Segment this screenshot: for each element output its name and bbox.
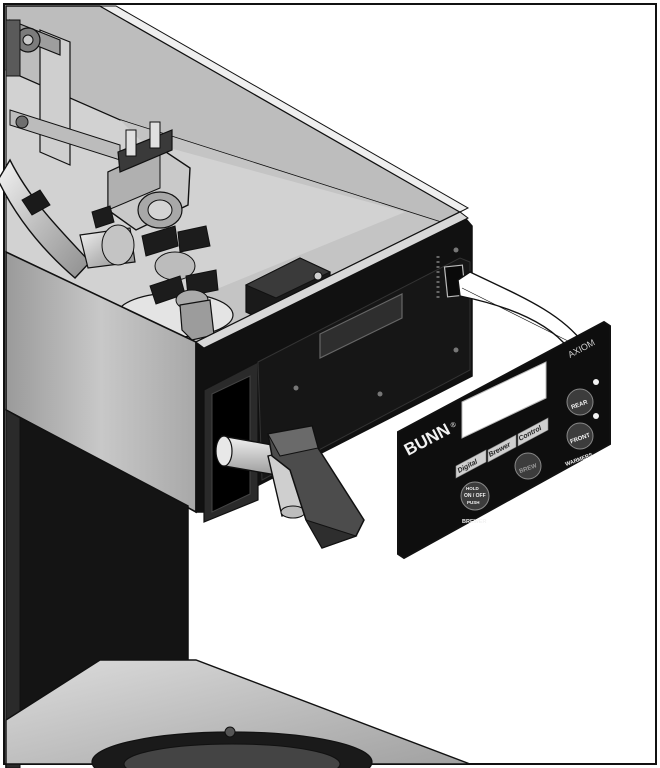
dump-valve-assembly — [0, 19, 219, 341]
on-off-mid-label: ON / OFF — [464, 493, 486, 499]
brew-button[interactable]: BREW — [514, 452, 542, 480]
rear-warmer-button[interactable]: REAR — [566, 388, 594, 416]
rear-button-label: REAR — [571, 399, 590, 411]
brewer-caption: BREWER — [462, 519, 486, 525]
hot-water-faucet — [215, 425, 365, 549]
front-indicator-led — [593, 413, 599, 419]
on-off-bottom-label: PUSH — [467, 500, 480, 505]
panel-brand-mark: ® — [449, 420, 458, 430]
display-window — [319, 293, 403, 359]
rear-indicator-led — [593, 379, 599, 385]
panel-body — [397, 320, 611, 560]
panel-display-window — [461, 361, 547, 439]
control-panel-overlay: BUNN ® AXIOM Digital Brewer Control REAR… — [397, 320, 611, 560]
on-off-top-label: HOLD — [466, 486, 479, 491]
on-off-button[interactable]: HOLD ON / OFF PUSH — [460, 481, 490, 511]
front-warmer-button[interactable]: FRONT — [566, 422, 594, 450]
